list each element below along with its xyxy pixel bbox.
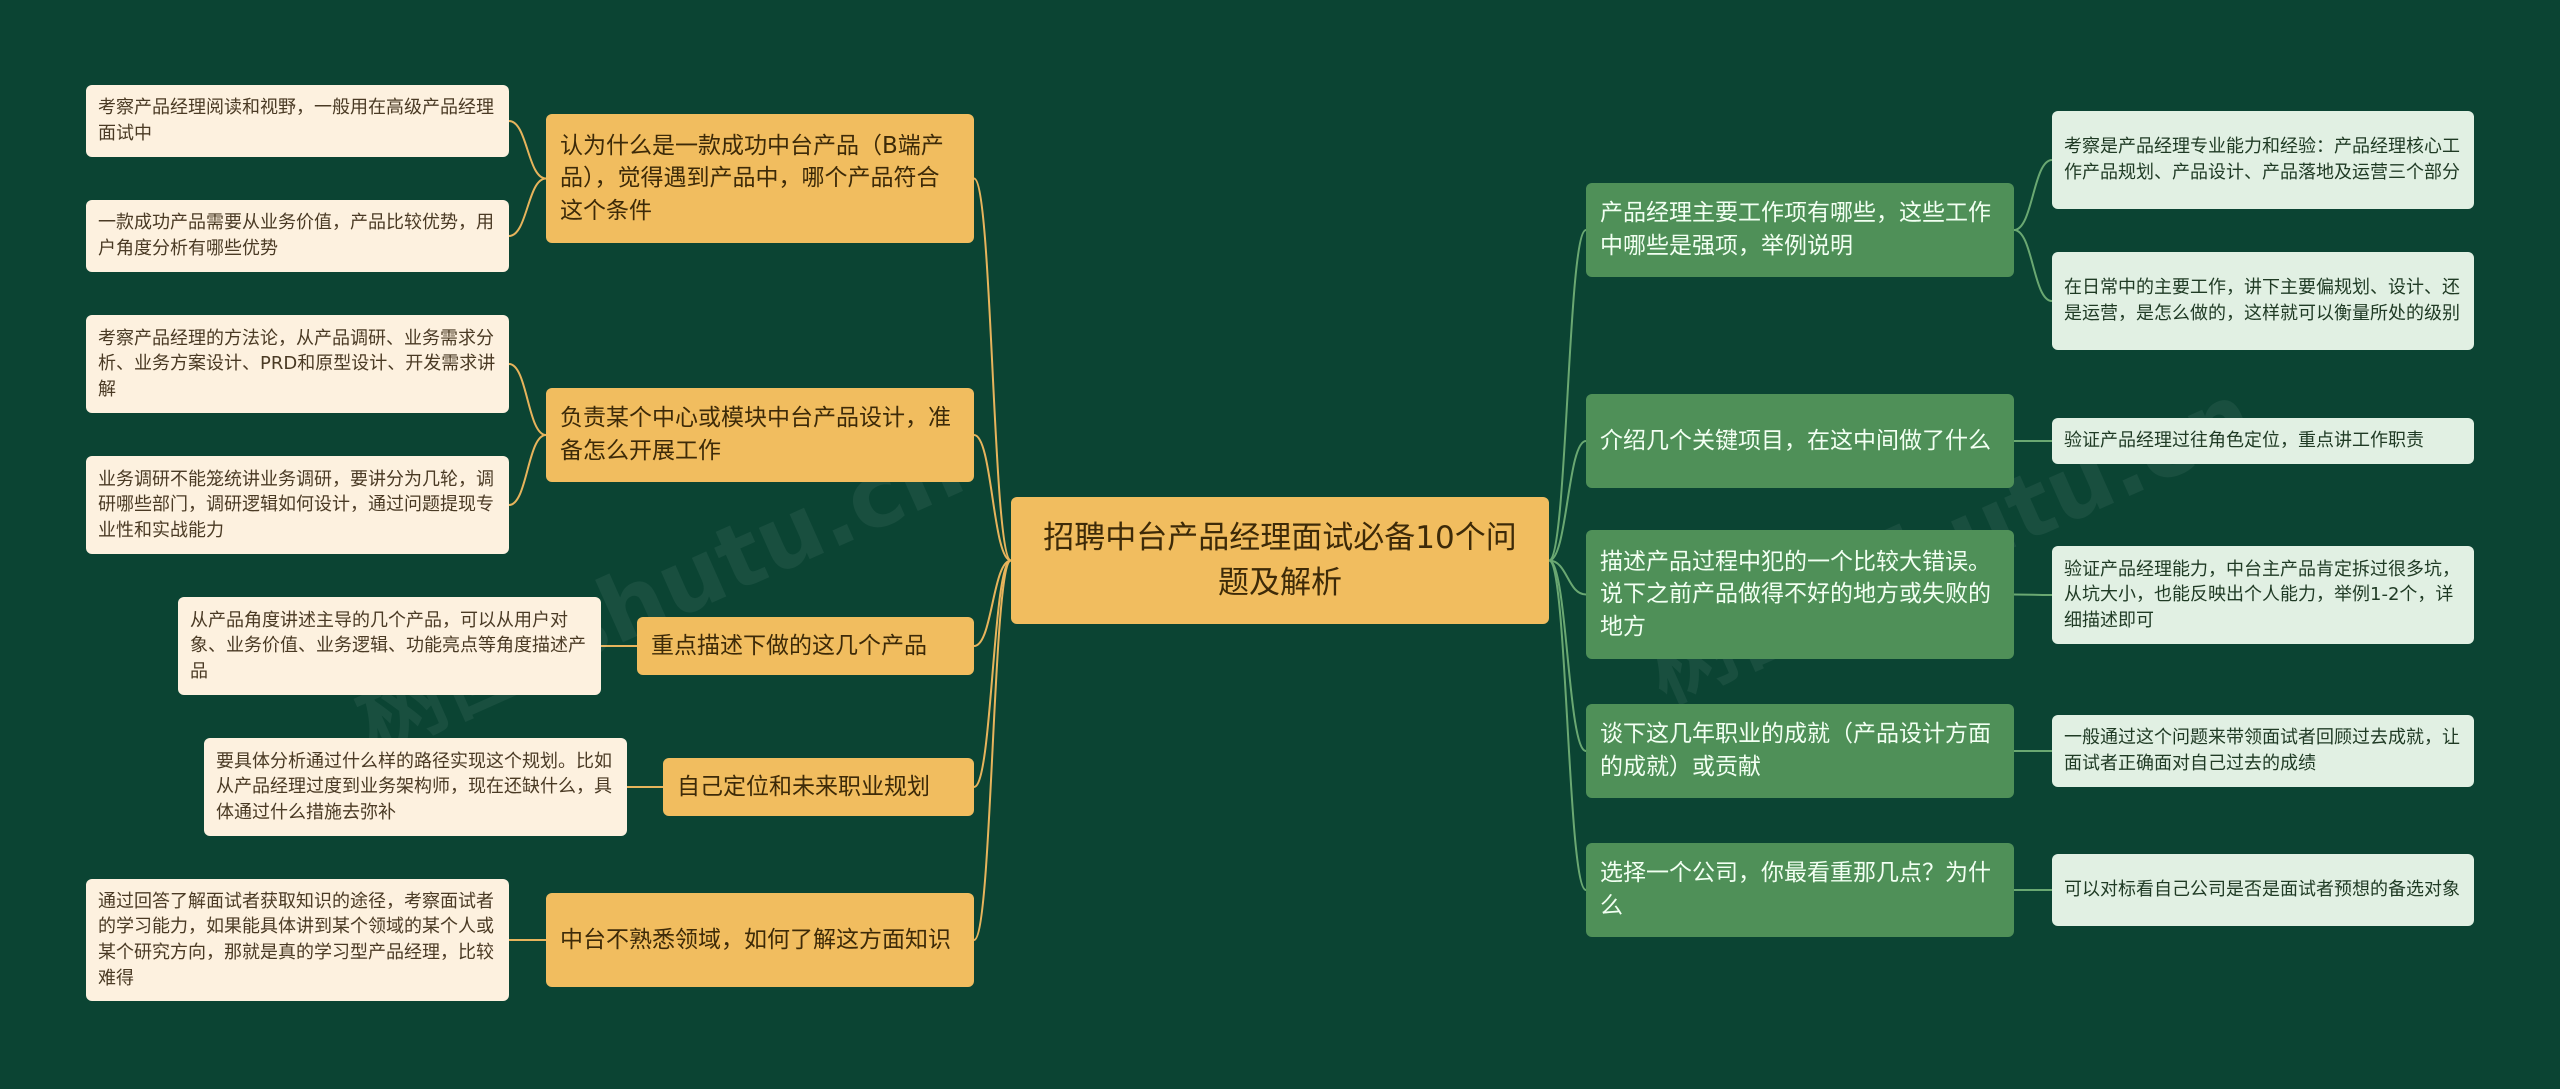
root-topic[interactable]: 招聘中台产品经理面试必备10个问题及解析 (1011, 497, 1549, 624)
leaf-label: 要具体分析通过什么样的路径实现这个规划。比如从产品经理过度到业务架构师，现在还缺… (216, 750, 612, 823)
root-topic-label: 招聘中台产品经理面试必备10个问题及解析 (1043, 520, 1517, 601)
leaf-label: 考察产品经理阅读和视野，一般用在高级产品经理面试中 (98, 97, 494, 144)
left-branch-to-leaf-line (508, 120, 547, 180)
right-leaf-note[interactable]: 在日常中的主要工作，讲下主要偏规划、设计、还是运营，是怎么做的，这样就可以衡量所… (2052, 252, 2474, 350)
right-leaf-note[interactable]: 可以对标看自己公司是否是面试者预想的备选对象 (2052, 854, 2474, 926)
right-branch-to-leaf-line (2013, 229, 2053, 302)
branch-label: 谈下这几年职业的成就（产品设计方面的成就）或贡献 (1600, 721, 1991, 780)
leaf-label: 考察产品经理的方法论，从产品调研、业务需求分析、业务方案设计、PRD和原型设计、… (98, 327, 496, 400)
branch-label: 介绍几个关键项目，在这中间做了什么 (1600, 427, 1991, 454)
branch-label: 自己定位和未来职业规划 (677, 773, 930, 800)
root-to-right-branch-line (1548, 559, 1587, 752)
root-to-right-branch-line (1548, 440, 1587, 562)
right-branch-topic[interactable]: 描述产品过程中犯的一个比较大错误。说下之前产品做得不好的地方或失败的地方 (1586, 530, 2014, 659)
left-branch-topic[interactable]: 中台不熟悉领域，如何了解这方面知识 (546, 893, 974, 987)
root-to-left-branch-line (973, 559, 1012, 647)
root-to-left-branch-line (973, 559, 1012, 788)
branch-label: 描述产品过程中犯的一个比较大错误。说下之前产品做得不好的地方或失败的地方 (1600, 548, 1991, 640)
left-leaf-note[interactable]: 通过回答了解面试者获取知识的途径，考察面试者的学习能力，如果能具体讲到某个领域的… (86, 879, 509, 1001)
left-branch-to-leaf-line (508, 177, 547, 237)
right-branch-to-leaf-line (2013, 159, 2053, 231)
leaf-label: 从产品角度讲述主导的几个产品，可以从用户对象、业务价值、业务逻辑、功能亮点等角度… (190, 609, 586, 682)
left-branch-topic[interactable]: 认为什么是一款成功中台产品（B端产品），觉得遇到产品中，哪个产品符合这个条件 (546, 114, 974, 243)
branch-label: 认为什么是一款成功中台产品（B端产品），觉得遇到产品中，哪个产品符合这个条件 (560, 132, 944, 224)
left-leaf-note[interactable]: 考察产品经理阅读和视野，一般用在高级产品经理面试中 (86, 85, 509, 157)
branch-label: 负责某个中心或模块中台产品设计，准备怎么开展工作 (560, 405, 951, 464)
leaf-label: 一般通过这个问题来带领面试者回顾过去成就，让面试者正确面对自己过去的成绩 (2064, 727, 2460, 774)
root-to-left-branch-line (973, 434, 1012, 562)
right-leaf-note[interactable]: 验证产品经理能力，中台主产品肯定拆过很多坑，从坑大小，也能反映出个人能力，举例1… (2052, 546, 2474, 644)
left-branch-topic[interactable]: 重点描述下做的这几个产品 (637, 617, 974, 675)
left-leaf-note[interactable]: 要具体分析通过什么样的路径实现这个规划。比如从产品经理过度到业务架构师，现在还缺… (204, 738, 627, 836)
leaf-label: 验证产品经理过往角色定位，重点讲工作职责 (2064, 430, 2424, 452)
branch-label: 重点描述下做的这几个产品 (651, 632, 927, 659)
leaf-label: 在日常中的主要工作，讲下主要偏规划、设计、还是运营，是怎么做的，这样就可以衡量所… (2064, 277, 2460, 324)
root-to-left-branch-line (973, 559, 1012, 941)
right-branch-to-leaf-line (2013, 593, 2053, 596)
left-branch-to-leaf-line (508, 434, 547, 506)
root-to-right-branch-line (1548, 559, 1587, 596)
right-branch-topic[interactable]: 选择一个公司，你最看重那几点？为什么 (1586, 843, 2014, 937)
root-to-right-branch-line (1548, 559, 1587, 891)
branch-label: 产品经理主要工作项有哪些，这些工作中哪些是强项，举例说明 (1600, 200, 1991, 259)
leaf-label: 考察是产品经理专业能力和经验：产品经理核心工作产品规划、产品设计、产品落地及运营… (2064, 136, 2460, 183)
root-to-left-branch-line (973, 177, 1012, 562)
left-leaf-note[interactable]: 一款成功产品需要从业务价值，产品比较优势，用户角度分析有哪些优势 (86, 200, 509, 272)
left-leaf-note[interactable]: 业务调研不能笼统讲业务调研，要讲分为几轮，调研哪些部门，调研逻辑如何设计，通过问… (86, 456, 509, 554)
branch-label: 选择一个公司，你最看重那几点？为什么 (1600, 860, 1991, 919)
left-branch-topic[interactable]: 负责某个中心或模块中台产品设计，准备怎么开展工作 (546, 388, 974, 482)
left-branch-topic[interactable]: 自己定位和未来职业规划 (663, 758, 974, 816)
right-leaf-note[interactable]: 验证产品经理过往角色定位，重点讲工作职责 (2052, 418, 2474, 464)
left-branch-to-leaf-line (508, 363, 547, 436)
right-branch-topic[interactable]: 产品经理主要工作项有哪些，这些工作中哪些是强项，举例说明 (1586, 183, 2014, 277)
right-branch-topic[interactable]: 介绍几个关键项目，在这中间做了什么 (1586, 394, 2014, 488)
branch-label: 中台不熟悉领域，如何了解这方面知识 (560, 926, 951, 953)
right-leaf-note[interactable]: 一般通过这个问题来带领面试者回顾过去成就，让面试者正确面对自己过去的成绩 (2052, 715, 2474, 787)
leaf-label: 验证产品经理能力，中台主产品肯定拆过很多坑，从坑大小，也能反映出个人能力，举例1… (2064, 558, 2460, 631)
leaf-label: 业务调研不能笼统讲业务调研，要讲分为几轮，调研哪些部门，调研逻辑如何设计，通过问… (98, 468, 494, 541)
right-branch-topic[interactable]: 谈下这几年职业的成就（产品设计方面的成就）或贡献 (1586, 704, 2014, 798)
right-leaf-note[interactable]: 考察是产品经理专业能力和经验：产品经理核心工作产品规划、产品设计、产品落地及运营… (2052, 111, 2474, 209)
leaf-label: 通过回答了解面试者获取知识的途径，考察面试者的学习能力，如果能具体讲到某个领域的… (98, 890, 494, 989)
leaf-label: 可以对标看自己公司是否是面试者预想的备选对象 (2064, 879, 2460, 901)
leaf-label: 一款成功产品需要从业务价值，产品比较优势，用户角度分析有哪些优势 (98, 212, 494, 259)
left-leaf-note[interactable]: 考察产品经理的方法论，从产品调研、业务需求分析、业务方案设计、PRD和原型设计、… (86, 315, 509, 413)
left-leaf-note[interactable]: 从产品角度讲述主导的几个产品，可以从用户对象、业务价值、业务逻辑、功能亮点等角度… (178, 597, 601, 695)
root-to-right-branch-line (1548, 229, 1587, 562)
